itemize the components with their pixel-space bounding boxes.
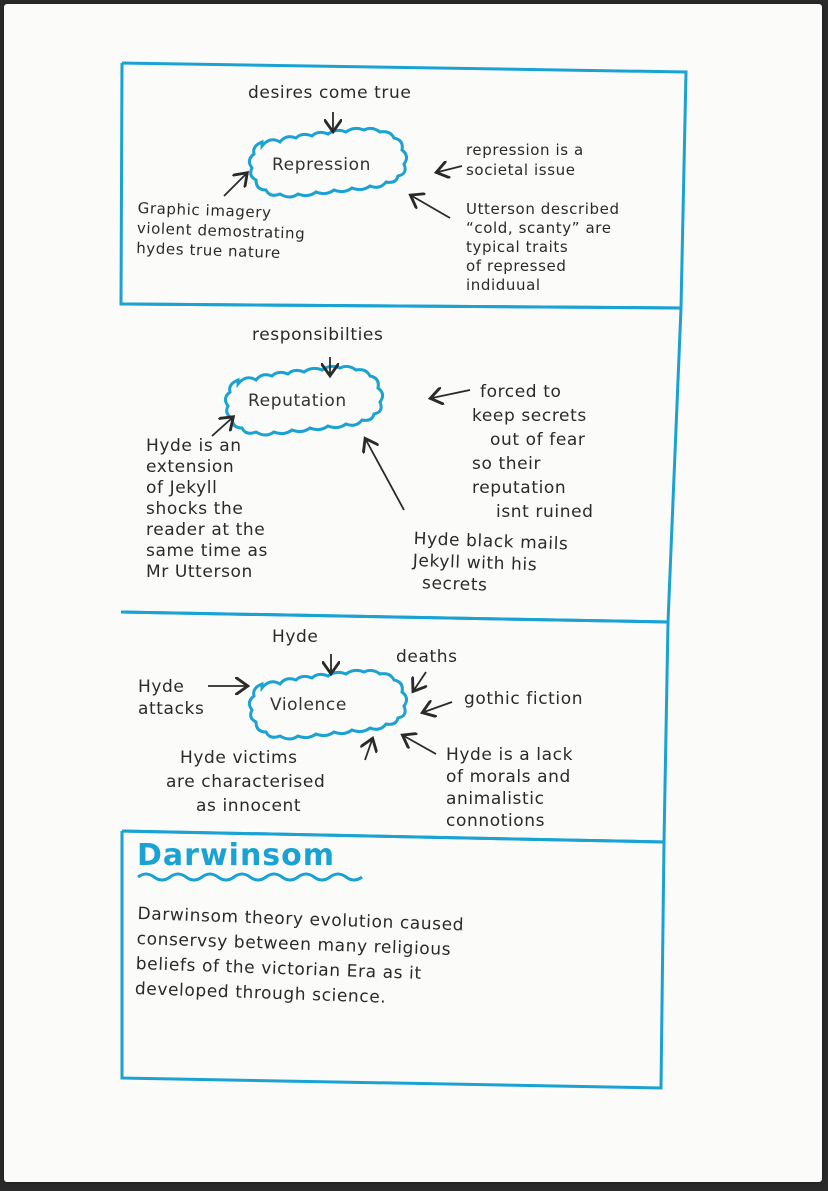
repression-above-note: desires come true (248, 83, 412, 103)
arrow-gothic (424, 702, 453, 712)
violence-right-bottom-note: Hyde is a lack of morals and animalistic… (446, 745, 574, 831)
arrow-victims (365, 740, 372, 761)
title-underline (137, 872, 363, 882)
arrow-utterson (412, 196, 451, 219)
cloud-reputation (223, 364, 385, 437)
repression-right-top-note: repression is a societal issue (466, 141, 584, 179)
violence-above-right-note: deaths (396, 647, 458, 667)
violence-left-bottom-note: Hyde victims are characterised as innoce… (166, 748, 326, 816)
arrow-deaths (414, 671, 426, 690)
violence-above-note: Hyde (272, 627, 319, 647)
darwinism-title: Darwinsom (137, 838, 336, 873)
reputation-right-top-note: forced to keep secrets out of fear so th… (472, 382, 594, 522)
arrow-societal (438, 166, 463, 172)
darwinism-body: Darwinsom theory evolution caused conser… (134, 903, 465, 1008)
arrow-extension (211, 418, 232, 437)
violence-center-label: Violence (270, 695, 347, 715)
arrow-graphic (223, 174, 246, 197)
repression-center-label: Repression (272, 155, 371, 175)
repression-right-bottom-note: Utterson described “cold, scanty” are ty… (466, 200, 620, 294)
arrow-forced (432, 390, 471, 398)
arrow-lack (404, 736, 437, 755)
reputation-center-label: Reputation (248, 391, 347, 411)
reputation-right-bottom-note: Hyde black mails Jekyll with his secrets (412, 528, 569, 596)
arrow-blackmail (366, 440, 405, 511)
repression-left-bottom-note: Graphic imagery violent demostrating hyd… (135, 198, 306, 263)
reputation-above-note: responsibilties (252, 325, 384, 345)
section-box-darwinism (120, 829, 666, 1090)
violence-right-note: gothic fiction (464, 689, 584, 709)
reputation-left-bottom-note: Hyde is an extension of Jekyll shocks th… (146, 436, 268, 582)
violence-left-note: Hyde attacks (138, 677, 205, 719)
